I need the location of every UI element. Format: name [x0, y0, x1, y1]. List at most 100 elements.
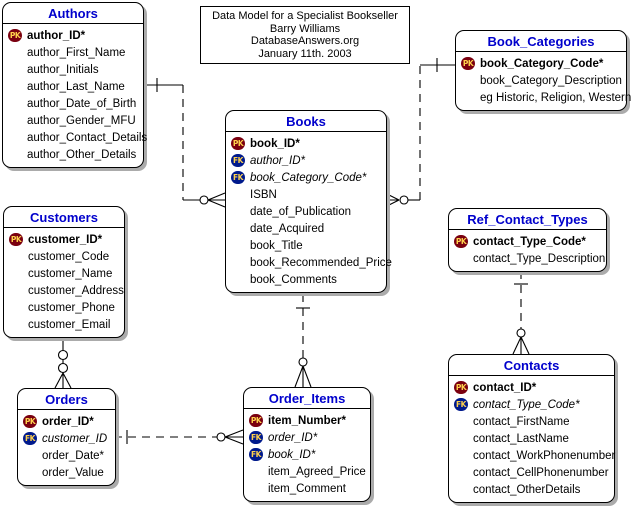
- primary-key-icon: PK: [8, 29, 22, 42]
- foreign-key-icon: FK: [249, 431, 263, 444]
- field-label: book_Comments: [250, 273, 337, 286]
- field-label: item_Number*: [268, 414, 346, 427]
- field-label: order_Date*: [42, 449, 105, 462]
- relationship-bookcategories-books: [384, 58, 455, 208]
- field-row: author_First_Name: [7, 44, 139, 61]
- field-label: author_Initials: [27, 63, 99, 76]
- field-row: contact_FirstName: [453, 413, 610, 430]
- field-list: PK author_ID* author_First_Name author_Init…: [3, 24, 147, 167]
- entity-title: Ref_Contact_Types: [449, 209, 606, 230]
- field-row: book_Comments: [230, 271, 382, 288]
- relationship-books-orderitems: [294, 294, 312, 388]
- field-label: item_Comment: [268, 482, 346, 495]
- field-row: customer_Name: [8, 265, 120, 282]
- foreign-key-icon: FK: [454, 398, 468, 411]
- field-label: contact_LastName: [473, 432, 569, 445]
- field-row: author_Gender_MFU: [7, 112, 139, 129]
- field-label: author_First_Name: [27, 46, 126, 59]
- field-row: item_Agreed_Price: [248, 463, 366, 480]
- field-row: FK author_ID*: [230, 152, 382, 169]
- entity-title: Book_Categories: [456, 31, 626, 52]
- relationship-orders-orderitems: [114, 429, 244, 445]
- field-label: contact_Type_Code*: [473, 398, 580, 411]
- field-row: contact_LastName: [453, 430, 610, 447]
- primary-key-icon: PK: [454, 235, 468, 248]
- field-row: contact_OtherDetails: [453, 481, 610, 498]
- field-label: contact_FirstName: [473, 415, 570, 428]
- field-label: contact_OtherDetails: [473, 483, 581, 496]
- field-label: item_Agreed_Price: [268, 465, 366, 478]
- field-row: customer_Email: [8, 316, 120, 333]
- field-row: author_Last_Name: [7, 78, 139, 95]
- field-label: book_Category_Code*: [250, 171, 367, 184]
- field-row: FK order_ID*: [248, 429, 366, 446]
- title-note: Data Model for a Specialist Bookseller B…: [200, 6, 410, 64]
- entity-title: Order_Items: [244, 388, 370, 409]
- field-row: author_Initials: [7, 61, 139, 78]
- field-row: order_Value: [22, 464, 111, 481]
- field-row: FK customer_ID: [22, 430, 111, 447]
- entity-title: Books: [226, 111, 386, 132]
- field-label: customer_Name: [28, 267, 113, 280]
- field-label: book_Recommended_Price: [250, 256, 392, 269]
- field-label: author_Last_Name: [27, 80, 125, 93]
- foreign-key-icon: FK: [23, 432, 37, 445]
- field-label: book_Category_Code*: [480, 57, 604, 70]
- foreign-key-icon: FK: [231, 154, 245, 167]
- field-label: order_ID*: [268, 431, 318, 444]
- relationship-customers-orders: [54, 337, 72, 389]
- field-label: customer_Phone: [28, 301, 115, 314]
- field-row: PK contact_Type_Code*: [453, 233, 602, 250]
- field-label: customer_ID: [42, 432, 108, 445]
- field-label: author_Contact_Details: [27, 131, 148, 144]
- field-label: contact_Type_Code*: [473, 235, 586, 248]
- field-row: contact_WorkPhonenumber: [453, 447, 615, 464]
- foreign-key-icon: FK: [249, 448, 263, 461]
- primary-key-icon: PK: [23, 415, 37, 428]
- field-row: order_Date*: [22, 447, 111, 464]
- field-label: customer_Address: [28, 284, 124, 297]
- field-label: book_Category_Description: [480, 74, 622, 87]
- field-row: PK author_ID*: [7, 27, 139, 44]
- field-row: contact_CellPhonenumber: [453, 464, 610, 481]
- field-label: date_Acquired: [250, 222, 325, 235]
- field-row: book_Recommended_Price: [230, 254, 392, 271]
- relationship-authors-books: [143, 78, 226, 208]
- field-row: ISBN: [230, 186, 382, 203]
- field-row: FK contact_Type_Code*: [453, 396, 610, 413]
- field-row: date_Acquired: [230, 220, 382, 237]
- field-label: contact_Type_Description: [473, 252, 606, 265]
- field-label: author_ID*: [250, 154, 305, 167]
- note-line: January 11th. 2003: [258, 47, 352, 60]
- entity-title: Orders: [18, 389, 115, 410]
- field-label: author_ID*: [27, 29, 86, 42]
- field-label: author_Gender_MFU: [27, 114, 136, 127]
- field-label: book_Title: [250, 239, 303, 252]
- note-line: DatabaseAnswers.org: [250, 35, 360, 47]
- field-label: book_ID*: [250, 137, 300, 150]
- field-row: customer_Phone: [8, 299, 120, 316]
- primary-key-icon: PK: [231, 137, 245, 150]
- primary-key-icon: PK: [9, 233, 23, 246]
- field-label: contact_ID*: [473, 381, 537, 394]
- relationship-refcontacttypes-contacts: [512, 271, 530, 355]
- field-label: customer_ID*: [28, 233, 103, 246]
- primary-key-icon: PK: [249, 414, 263, 427]
